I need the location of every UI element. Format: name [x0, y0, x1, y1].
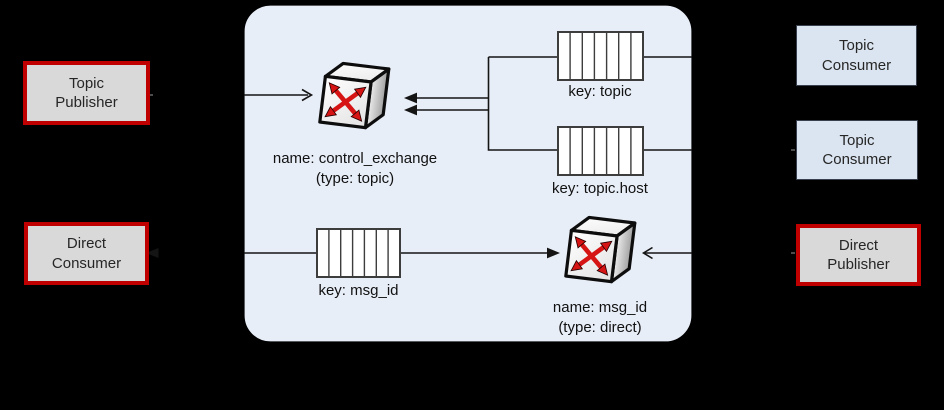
queue-topic-icon: [557, 31, 644, 81]
queue-topic-label: key: topic: [568, 83, 632, 100]
direct-exchange-name: name: msg_id: [552, 299, 648, 316]
topic-consumer-1-label-line1: Topic: [838, 37, 875, 54]
direct-consumer-label-line1: Direct: [66, 235, 107, 252]
queue-msgid-icon: [316, 228, 401, 278]
connector-queues-to-topic-exchange: [414, 97, 489, 111]
queue-topic-host-icon: [557, 126, 644, 176]
direct-consumer-node: Direct Consumer: [24, 222, 149, 285]
topic-consumer-1-label-line2: Consumer: [821, 56, 892, 74]
topic-publisher-label-line1: Topic: [68, 74, 105, 92]
arrowhead-queue2-to-exchange: [404, 104, 417, 116]
queue-topic-host-label: key: topic.host: [552, 180, 648, 197]
direct-exchange-label: name: msg_id (type: direct): [500, 298, 700, 339]
topic-consumer-1-node: Topic Consumer: [796, 25, 917, 86]
arrowhead-open-from-direct-publisher: [641, 246, 653, 260]
topic-exchange-label: name: control_exchange (type: topic): [255, 149, 455, 190]
direct-exchange-type: (type: direct): [558, 319, 642, 337]
connector-lines: [149, 56, 795, 254]
arrowhead-queue1-to-exchange: [404, 92, 417, 104]
topic-exchange-name: name: control_exchange: [272, 150, 438, 167]
topic-exchange-type: (type: topic): [315, 170, 395, 188]
direct-publisher-node: Direct Publisher: [796, 224, 921, 286]
direct-consumer-label-line2: Consumer: [51, 254, 122, 272]
arrowhead-into-direct-exchange: [547, 247, 560, 259]
topic-publisher-label-line2: Publisher: [55, 94, 118, 111]
direct-publisher-label-line2: Publisher: [827, 256, 890, 273]
direct-publisher-label-line1: Direct: [838, 236, 879, 254]
topic-consumer-2-label-line1: Topic: [839, 131, 875, 149]
queue-msgid-label: key: msg_id: [318, 282, 399, 299]
topic-exchange-icon: [320, 61, 389, 129]
topic-consumer-2-node: Topic Consumer: [796, 120, 918, 180]
direct-exchange-icon: [566, 215, 635, 283]
topic-publisher-node: Topic Publisher: [23, 61, 150, 125]
topic-consumer-2-label-line2: Consumer: [822, 151, 892, 168]
connector-topic-queues: [487, 56, 692, 151]
arrowhead-into-direct-consumer: [146, 248, 159, 258]
arrowhead-open-publisher: [301, 88, 314, 102]
arrowheads: [146, 88, 653, 260]
